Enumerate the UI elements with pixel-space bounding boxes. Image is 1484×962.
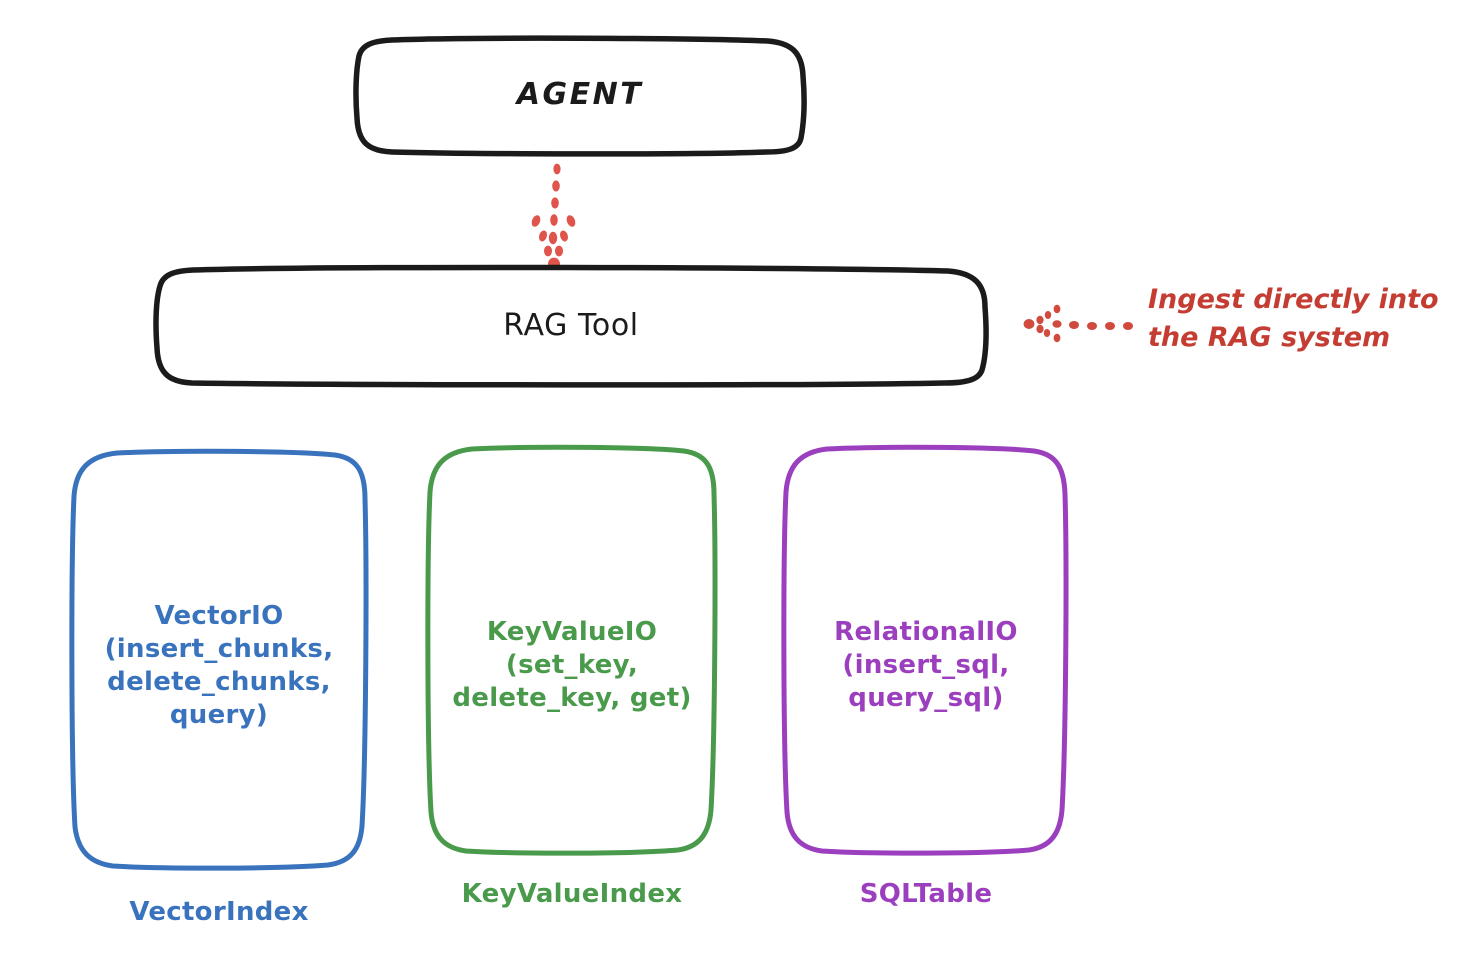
node-rag-tool[interactable] — [153, 264, 989, 388]
relational-io-box-outline — [781, 444, 1069, 856]
rag-tool-box-outline — [153, 264, 989, 388]
node-vector-io[interactable] — [69, 448, 369, 871]
node-key-value-io[interactable] — [425, 444, 718, 856]
connector-agent-to-rag-tool — [531, 163, 576, 271]
node-relational-io[interactable] — [781, 444, 1069, 856]
key-value-io-box-outline — [425, 444, 718, 856]
node-agent[interactable] — [353, 35, 807, 157]
diagram-canvas — [69, 35, 1133, 871]
agent-box-outline — [353, 35, 807, 157]
connector-ingest-to-rag-tool — [1023, 304, 1133, 343]
vector-io-box-outline — [69, 448, 369, 871]
